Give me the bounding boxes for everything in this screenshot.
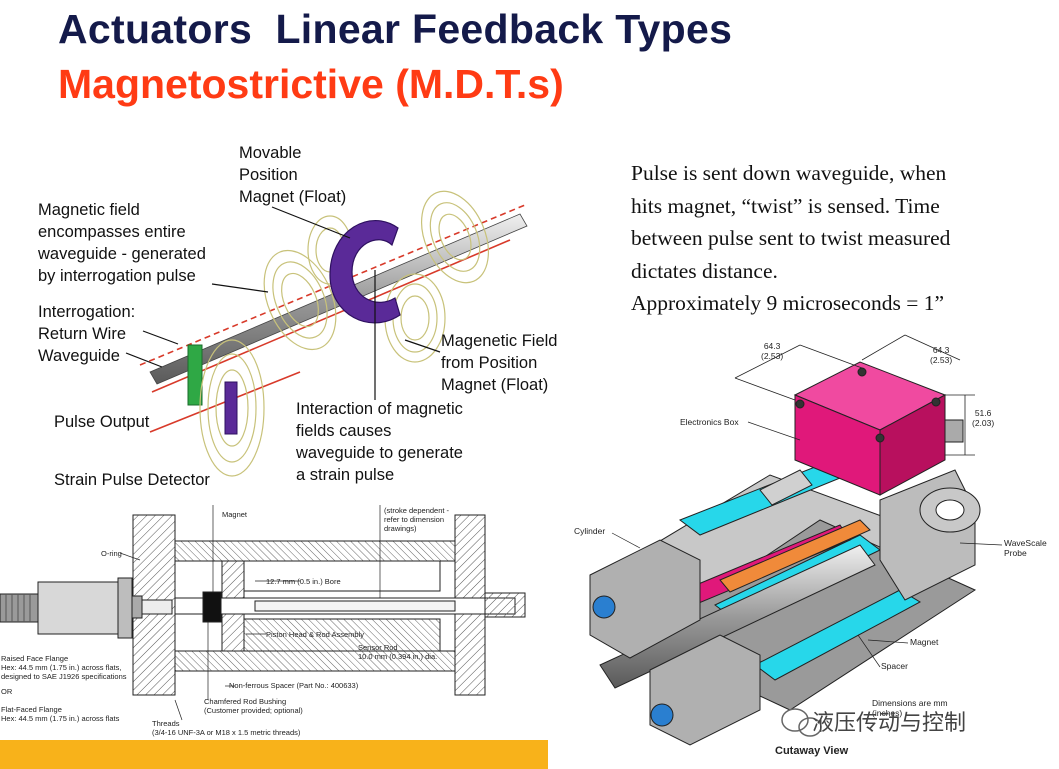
label-line: (2.03) [972,418,995,428]
label-line: from Position [441,354,538,372]
label-probe: WaveScale Probe [1004,538,1047,558]
label-line: Probe [1004,548,1027,558]
slide-title: Actuators Linear Feedback Types [58,6,733,52]
cutaway-view [589,334,1003,746]
label-line: Interrogation: [38,303,136,321]
label-bore: 12.7 mm (0.5 in.) Bore [266,577,341,586]
label-line: Waveguide [38,347,120,365]
label-line: fields causes [296,422,392,440]
label-line: Flat-Faced Flange [1,705,62,714]
detector-magnet [224,381,238,435]
strain-pulse-detector [199,339,265,477]
label-o-ring: O-ring [101,549,122,558]
label-line: Movable [239,144,302,162]
label-line: waveguide - generated [38,245,206,263]
label-line: 10.0 mm (0.394 in.) dia. [358,652,438,661]
label-piston-head: Piston Head & Rod Assembly [266,630,364,639]
label-dim-2: 64.3 (2.53) [930,345,952,365]
label-line: Magnet (Float) [239,188,347,206]
label-interaction: Interaction of magnetic fields causes wa… [296,398,463,486]
label-line: encompasses entire [38,223,186,241]
label-cylinder: Cylinder [574,526,606,536]
label-line: designed to SAE J1926 specifications [1,672,127,681]
pickup-coil [187,344,203,406]
watermark-chat-icon [781,708,822,737]
slide-subtitle: Magnetostrictive (M.D.T.s) [58,61,564,107]
description-line: Approximately 9 microseconds = 1” [631,291,945,315]
label-line: Magnet (Float) [441,376,549,394]
label-line: 51.6 [974,408,992,418]
label-magnet: Magnet [222,510,248,519]
label-interrogation: Interrogation: Return Wire Waveguide [38,301,135,367]
description-line: hits magnet, “twist” is sensed. Time [631,193,940,218]
label-line: refer to dimension [384,515,445,524]
description-line: dictates distance. [631,258,778,283]
label-line: Magnetic field [38,201,140,219]
label-raised-flange: Raised Face Flange Hex: 44.5 mm (1.75 in… [1,654,127,681]
label-or: OR [1,687,13,696]
accent-bar [0,740,548,769]
label-line: WaveScale [1004,538,1047,548]
label-dim-1: 64.3 (2.53) [761,341,783,361]
label-line: a strain pulse [296,466,395,484]
section-drawing [0,505,526,721]
label-line: (2.53) [930,355,953,365]
description-text: Pulse is sent down waveguide, when hits … [631,157,1051,320]
label-threads: Threads (3/4-16 UNF-3A or M18 x 1.5 metr… [152,719,300,737]
label-movable-magnet: Movable Position Magnet (Float) [239,142,346,208]
label-line: Raised Face Flange [1,654,69,663]
label-line: (2.53) [761,351,784,361]
label-field-from-magnet: Magenetic Field from Position Magnet (Fl… [441,330,557,396]
label-line: 64.3 [932,345,950,355]
label-line: (stroke dependent - [384,506,450,515]
label-magnetic-field: Magnetic field encompasses entire wavegu… [38,199,206,287]
description-line: Pulse is sent down waveguide, when [631,161,947,185]
watermark-text: 液压传动与控制 [812,710,967,735]
label-dimensions-note: Dimensions are mm (inches) [872,698,948,718]
label-line: Threads [152,719,180,728]
label-stroke-note: (stroke dependent - refer to dimension d… [384,506,449,533]
principle-diagram [125,190,528,477]
label-cutaway-magnet: Magnet [910,637,939,647]
label-line: Return Wire [38,325,127,343]
label-flat-flange: Flat-Faced Flange Hex: 44.5 mm (1.75 in.… [1,705,119,723]
label-pulse-output: Pulse Output [54,413,150,431]
label-line: 64.3 [763,341,781,351]
label-line: Interaction of magnetic [296,400,463,418]
label-line: drawings) [384,524,417,533]
label-spacer: Non-ferrous Spacer (Part No.: 400633) [229,681,359,690]
label-line: Chamfered Rod Bushing [204,697,287,706]
label-line: Hex: 44.5 mm (1.75 in.) across flats [1,714,120,723]
label-electronics-box: Electronics Box [680,417,739,427]
label-line: (3/4-16 UNF-3A or M18 x 1.5 metric threa… [152,728,301,737]
label-line: (Customer provided; optional) [204,706,303,715]
label-cutaway-spacer: Spacer [881,661,908,671]
label-line: (inches) [872,708,903,718]
label-strain-detector: Strain Pulse Detector [54,471,210,489]
label-line: Dimensions are mm [872,698,948,708]
label-cutaway-caption: Cutaway View [775,745,849,757]
label-line: Position [239,166,298,184]
principle-leaders [125,206,441,400]
label-line: Hex: 44.5 mm (1.75 in.) across flats, [1,663,122,672]
label-bushing: Chamfered Rod Bushing (Customer provided… [204,697,303,715]
label-dim-3: 51.6 (2.03) [972,408,994,428]
label-line: Magenetic Field [441,332,558,350]
label-line: Sensor Rod [358,643,398,652]
label-line: by interrogation pulse [38,267,196,285]
label-sensor-rod: Sensor Rod 10.0 mm (0.394 in.) dia. [358,643,437,661]
label-line: waveguide to generate [296,444,463,462]
description-line: between pulse sent to twist measured [631,226,951,250]
